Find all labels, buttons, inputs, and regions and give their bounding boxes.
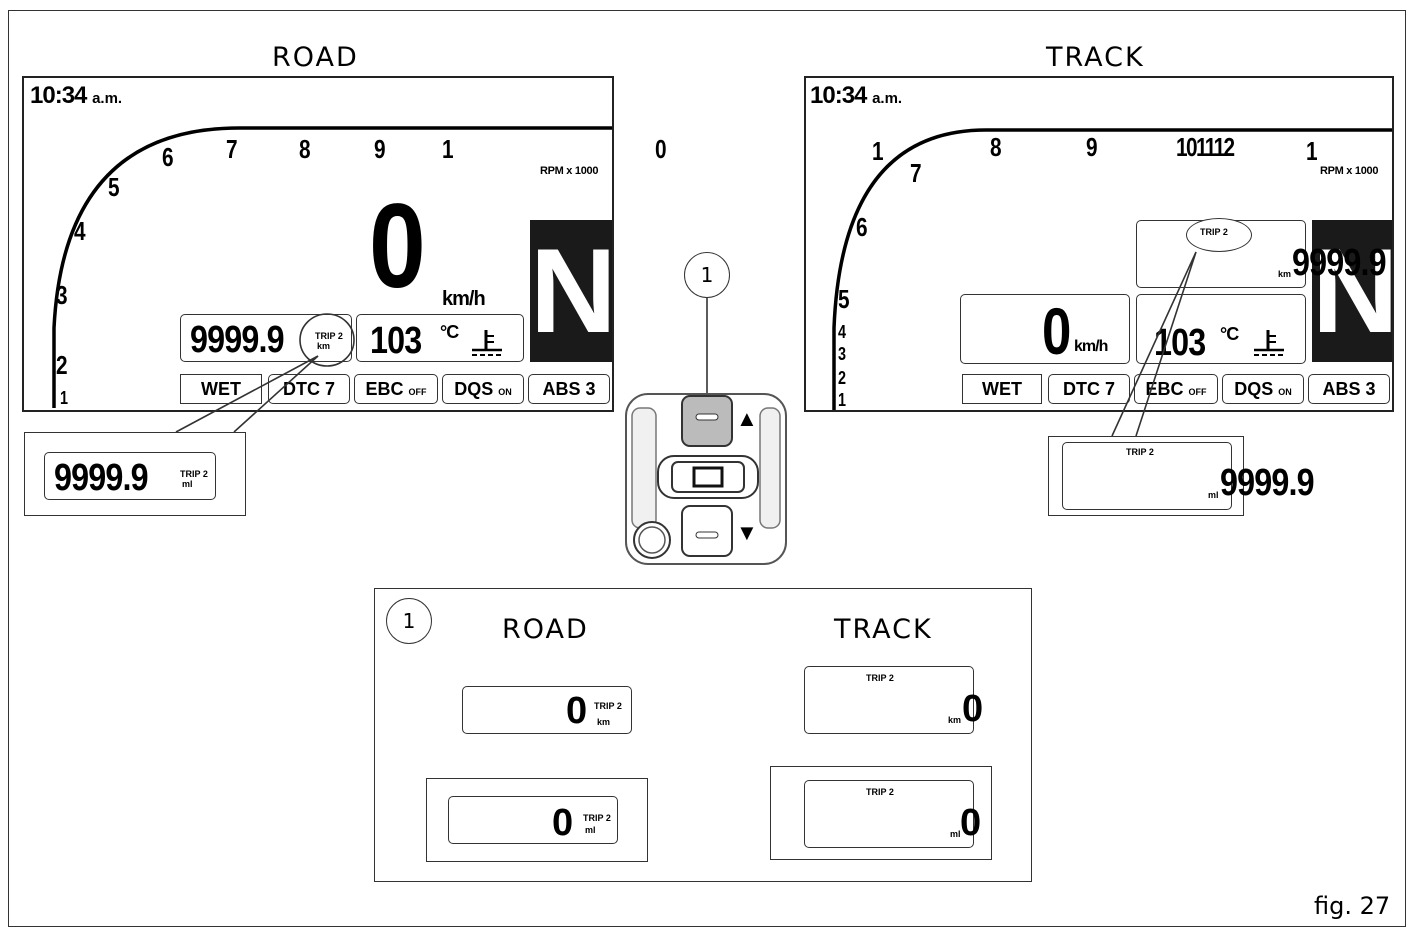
track-trip-zoom-box [1062,442,1232,510]
down-arrow-icon: ▼ [736,520,758,545]
track-trip-zoom-unit: ml [1208,490,1219,500]
reset-callout-1: 1 [386,598,432,644]
road-temp-value: 103 [370,320,422,362]
road-speed: 0 [369,179,426,313]
track-chip-dtc: DTC 7 [1048,374,1130,404]
reset-track-km-unit: km [948,715,962,725]
handlebar-switch [625,393,787,565]
road-rpm-10: 1 [442,134,454,164]
track-chip-wet: WET [962,374,1042,404]
track-speed: 0 [1042,294,1071,368]
reset-road-km-value: 0 [566,690,587,732]
road-chip-wet: WET [180,374,262,404]
reset-road-ml-unit: ml [585,825,596,835]
track-speed-unit: km/h [1074,338,1108,355]
track-title: TRACK [1046,42,1145,73]
road-rpm-1: 1 [60,388,69,408]
track-trip-value: 9999.9 [1292,242,1387,284]
road-speed-unit: km/h [442,288,486,310]
track-rpm-9: 9 [1086,132,1098,162]
track-speed-box [960,294,1130,364]
track-rpm-4: 4 [838,322,847,342]
reset-track-ml-box [804,780,974,848]
road-trip-zoom-unit: ml [182,479,193,489]
track-temp-value: 103 [1154,322,1206,364]
road-trip-box [180,314,352,362]
road-trip-zoom-box [44,452,216,500]
road-clock: 10:34 a.m. [30,82,123,109]
road-rpm-2: 2 [56,350,68,380]
track-rpm-1: 1 [838,390,847,410]
reset-track-ml-value: 0 [960,802,981,844]
track-rpm-8: 8 [990,132,1002,162]
road-rpm-5: 5 [108,172,120,202]
reset-track-km-box [804,666,974,734]
road-rpm-3: 3 [56,280,68,310]
track-trip-zoom-value: 9999.9 [1220,462,1315,504]
road-rpm-label: RPM x 1000 [540,165,599,177]
track-rpm-5: 5 [838,284,850,314]
road-title: ROAD [272,42,359,73]
track-rpm-7: 7 [910,158,922,188]
reset-track-km-value: 0 [962,688,983,730]
reset-track-ml-unit: ml [950,829,961,839]
track-trip-unit: km [1278,269,1292,279]
track-temp-box [1136,294,1306,364]
reset-road-ml-box [448,796,618,844]
road-chip-ebc: EBC OFF [354,374,438,404]
road-rpm-9: 9 [374,134,386,164]
road-trip-unit: km [317,341,331,351]
road-chip-dqs: DQS ON [442,374,524,404]
track-rpm-13: 1 [1306,136,1318,166]
track-trip-label: TRIP 2 [1200,227,1228,237]
track-rpm-arc [832,128,1392,410]
road-trip-value: 9999.9 [190,319,285,361]
reset-road-km-box [462,686,632,734]
coolant-temp-icon [472,330,502,356]
reset-track-km-label: TRIP 2 [866,673,894,683]
track-rpm-2: 2 [838,368,847,388]
track-rpm-3: 3 [838,344,847,364]
road-rpm-7: 7 [226,134,238,164]
track-rpm-label: RPM x 1000 [1320,165,1379,177]
track-chip-abs: ABS 3 [1308,374,1390,404]
road-trip-zoom-value: 9999.9 [54,457,149,499]
track-temp-unit: °C [1220,324,1239,344]
road-temp-unit: °C [440,322,459,342]
track-coolant-temp-icon [1254,330,1284,356]
track-rpm-1b: 1 [872,136,884,166]
reset-road-km-label: TRIP 2 [594,701,622,711]
switch-callout-1: 1 [684,252,730,298]
road-trip-zoom-label: TRIP 2 [180,469,208,479]
track-trip-zoom-label: TRIP 2 [1126,447,1154,457]
road-chip-abs: ABS 3 [528,374,610,404]
track-clock: 10:34 a.m. [810,82,903,109]
reset-track-title: TRACK [834,614,933,645]
track-trip-highlight [1186,218,1252,252]
reset-road-ml-label: TRIP 2 [583,813,611,823]
track-chip-dqs: DQS ON [1222,374,1304,404]
figure-label: fig. 27 [1314,892,1391,920]
track-rpm-10-12: 101112 [1176,132,1235,162]
track-gear-indicator: N [1312,220,1392,362]
road-trip-label: TRIP 2 [315,331,343,341]
track-rpm-6: 6 [856,212,868,242]
track-dashboard-screen: 10:34 a.m. 1 2 3 4 5 6 7 1 8 9 101112 1 … [804,76,1394,412]
reset-road-title: ROAD [502,614,589,645]
road-rpm-11: 0 [655,134,667,164]
up-arrow-icon: ▲ [736,406,758,431]
road-gear-indicator: N [530,220,612,362]
reset-road-km-unit: km [597,717,611,727]
road-rpm-arc [52,126,612,408]
road-rpm-6: 6 [162,142,174,172]
road-rpm-4: 4 [74,216,86,246]
reset-road-ml-value: 0 [552,802,573,844]
road-rpm-8: 8 [299,134,311,164]
figure-frame [8,10,1406,927]
reset-track-ml-label: TRIP 2 [866,787,894,797]
